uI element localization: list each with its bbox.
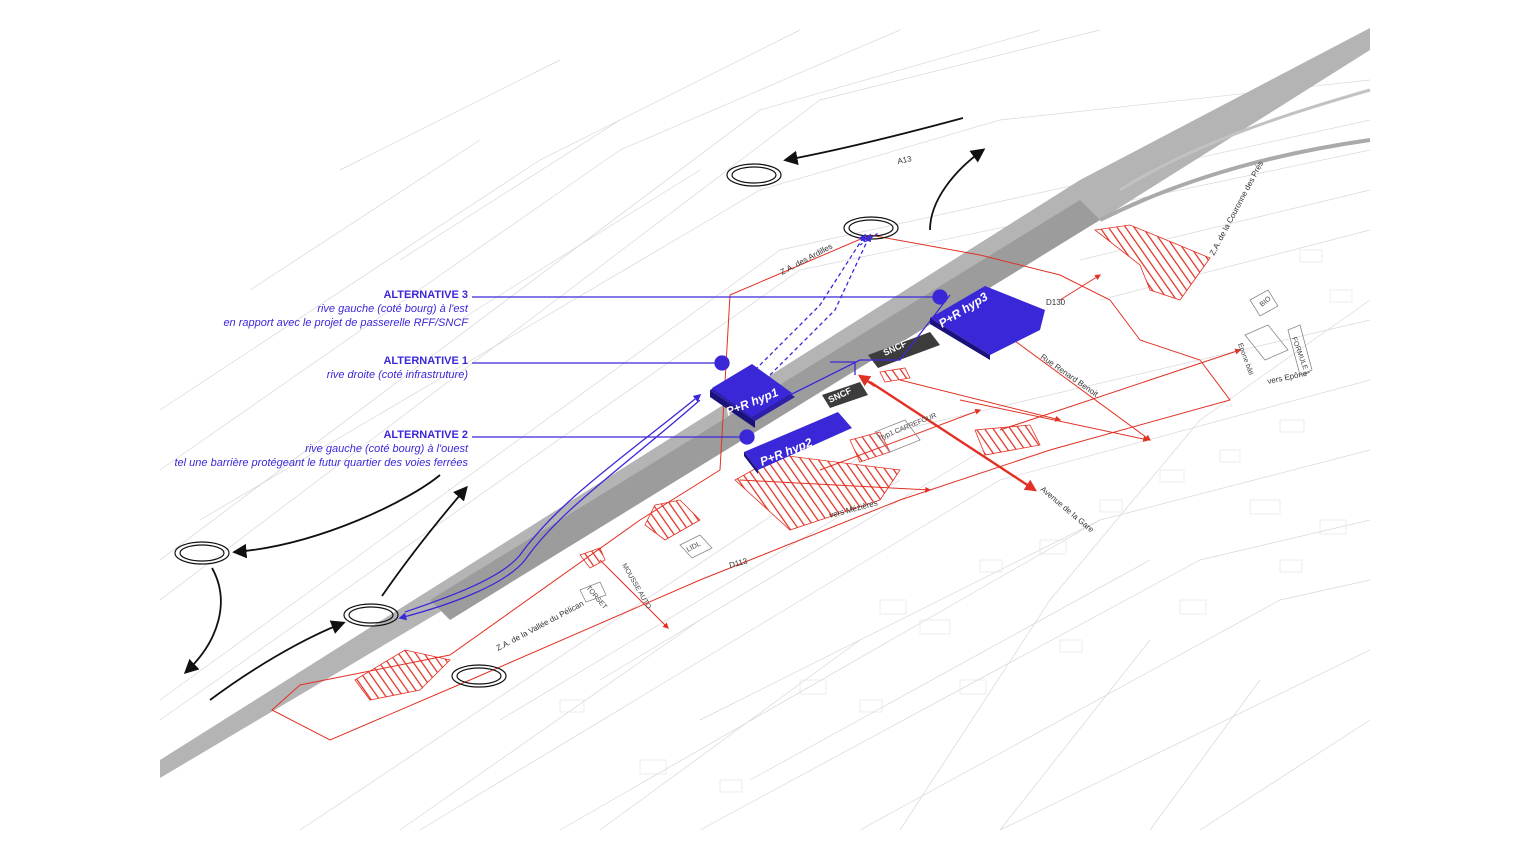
label-d113: D113: [728, 556, 749, 570]
alternative-2: ALTERNATIVE 2 rive gauche (coté bourg) à…: [175, 429, 469, 469]
roundabout-pelican: [343, 603, 399, 627]
label-rue-renard: Rue Renard Benoit: [1039, 352, 1101, 399]
alternative-1-line-1: rive droite (coté infrastruture): [327, 369, 469, 381]
alternative-2-line-1: rive gauche (coté bourg) à l'ouest: [305, 443, 469, 455]
urban-blocks: [559, 249, 1353, 793]
hatched-zones: [354, 224, 1211, 701]
label-bio: BIO: [1259, 295, 1273, 308]
roundabout-a13-north: [726, 163, 782, 187]
roundabouts: [174, 163, 899, 688]
label-za-ardilles: Z.A. des Ardilles: [779, 242, 834, 277]
label-a13: A13: [897, 154, 913, 166]
red-arrows: [599, 274, 1242, 629]
alternative-3-title: ALTERNATIVE 3: [383, 289, 468, 301]
access-arrows: [183, 117, 986, 701]
alternative-2-line-2: tel une barrière protégeant le futur qua…: [175, 457, 469, 469]
label-avenue-gare: Avenue de la Gare: [1039, 485, 1096, 535]
base-map: [160, 29, 1370, 831]
buildings: [579, 289, 1313, 603]
alternative-2-title: ALTERNATIVE 2: [383, 429, 468, 441]
label-mousse-auto: MOUSSE AUTO: [620, 563, 652, 611]
roundabout-ardilles: [843, 216, 899, 240]
pedestrian-routes: [398, 231, 951, 621]
alternative-3-line-1: rive gauche (coté bourg) à l'est: [317, 303, 469, 315]
label-d130: D130: [1046, 298, 1066, 307]
alternative-3: ALTERNATIVE 3 rive gauche (coté bourg) à…: [223, 289, 469, 329]
alternative-1: ALTERNATIVE 1 rive droite (coté infrastr…: [327, 355, 469, 381]
alternative-1-title: ALTERNATIVE 1: [383, 355, 468, 367]
label-za-pelican: Z.A. de la Vallée du Pélican: [495, 599, 585, 653]
avenue-gare-arrow: [858, 374, 1038, 492]
site-perimeter: [271, 234, 1231, 741]
parking-hyp1: P+R hyp1: [710, 364, 795, 428]
roundabout-west: [174, 541, 230, 565]
alternative-3-line-2: en rapport avec le projet de passerelle …: [223, 317, 469, 329]
roundabout-south: [451, 664, 507, 688]
label-lidl: LIDL: [686, 541, 702, 554]
alternative-leaders: [472, 289, 948, 445]
